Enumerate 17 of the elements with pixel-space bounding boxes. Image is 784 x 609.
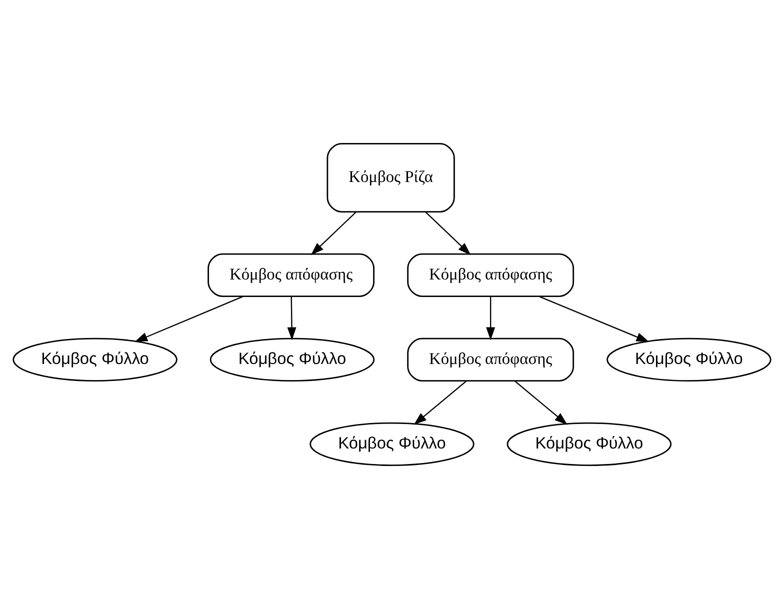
arrow	[425, 212, 471, 256]
arrow	[538, 296, 650, 342]
arrow	[287, 296, 296, 340]
arrow	[414, 380, 467, 425]
node-ellipse: Κόμβος Φύλλο	[506, 422, 672, 466]
node-box: Κόμβος Ρίζα	[326, 142, 455, 212]
arrow	[514, 380, 568, 425]
node-box: Κόμβος απόφασης	[208, 253, 374, 297]
node-ellipse: Κόμβος Φύλλο	[310, 422, 474, 466]
node-box: Κόμβος απόφασης	[407, 338, 574, 382]
arrow	[310, 212, 356, 256]
node-ellipse: Κόμβος Φύλλο	[210, 338, 375, 382]
node-ellipse: Κόμβος Φύλλο	[606, 338, 772, 382]
node-ellipse: Κόμβος Φύλλο	[12, 338, 178, 382]
node-box: Κόμβος απόφασης	[407, 253, 574, 297]
arrow	[486, 296, 496, 340]
arrow	[134, 296, 244, 342]
